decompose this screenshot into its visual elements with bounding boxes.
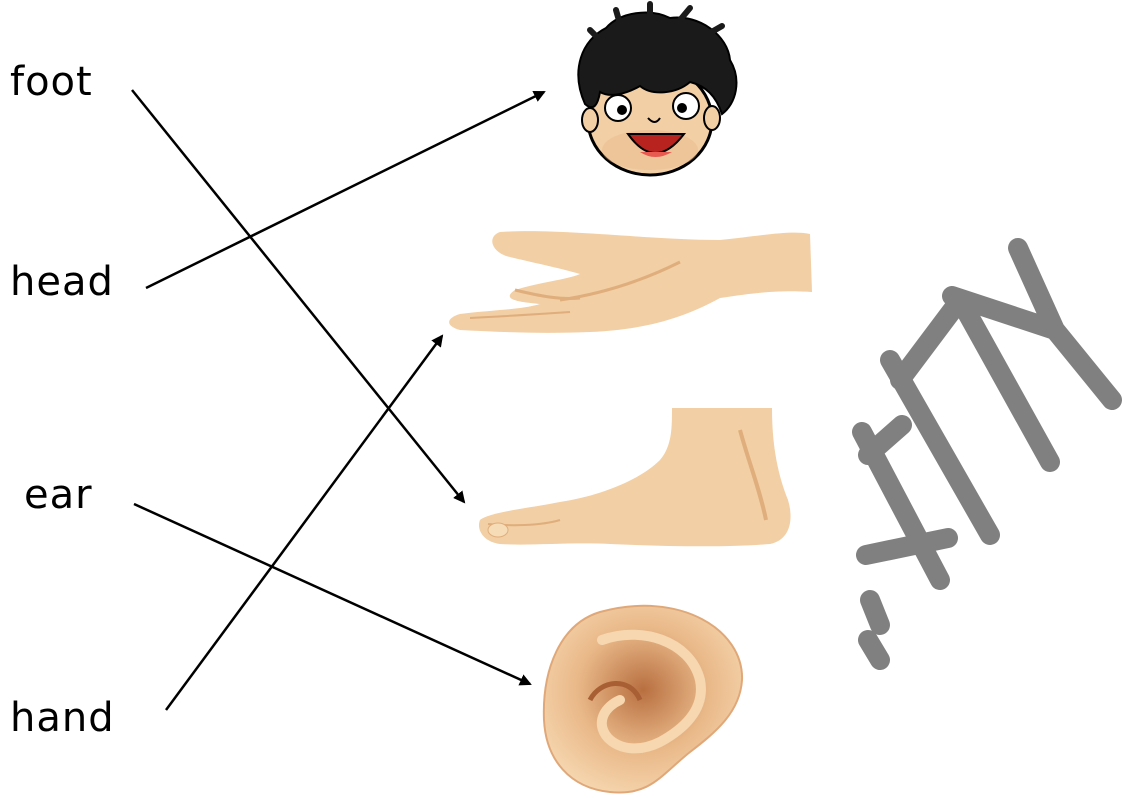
word-head: head [10,259,114,305]
watermark-letters [852,238,1122,670]
ear-picture [542,604,744,794]
line-ear-to-ear [133,502,532,686]
line-head-to-head [145,90,546,290]
match-lines [131,89,546,711]
hand-picture [449,231,812,333]
foot-picture [478,408,791,547]
word-ear: ear [24,472,93,518]
line-hand-to-hand [164,334,444,711]
word-hand: hand [10,695,115,741]
boy-head-picture [577,1,738,177]
word-foot: foot [10,59,93,105]
line-foot-to-foot [131,89,466,504]
